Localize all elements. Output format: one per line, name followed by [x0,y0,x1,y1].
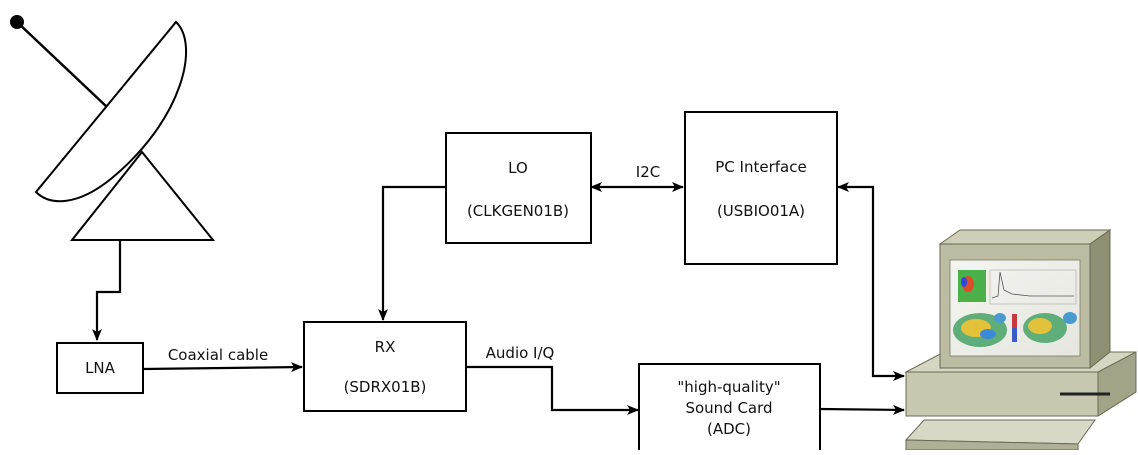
i2c-label: I2C [636,163,660,181]
lo-label: LO [508,159,528,177]
audio-iq-label: Audio I/Q [486,344,555,362]
sound-card-block: "high-quality" Sound Card (ADC) [638,363,821,450]
lo-to-rx-wire [378,185,446,321]
pc-interface-label: PC Interface [715,158,806,176]
desktop-computer-icon [904,229,1137,451]
pc-to-interface-wire [837,182,905,381]
sound-card-label: Sound Card [685,399,772,417]
antenna-to-lna-wire [92,240,122,341]
rx-block: RX (SDRX01B) [303,321,467,412]
lna-block: LNA [56,342,144,394]
lna-label: LNA [85,359,116,377]
soundcard-to-pc-wire [819,404,905,415]
sound-card-quality-label: "high-quality" [677,378,780,396]
rx-part-label: (SDRX01B) [344,378,427,396]
coaxial-cable-wire [142,362,303,373]
lo-part-label: (CLKGEN01B) [467,202,569,220]
lo-block: LO (CLKGEN01B) [445,132,592,244]
pc-interface-part-label: (USBIO01A) [717,202,805,220]
audio-iq-wire [466,365,639,415]
sound-card-adc-label: (ADC) [707,420,751,438]
pc-interface-block: PC Interface (USBIO01A) [684,111,838,265]
satellite-dish-icon [10,15,216,241]
coaxial-cable-label: Coaxial cable [168,346,268,364]
rx-label: RX [375,338,396,356]
